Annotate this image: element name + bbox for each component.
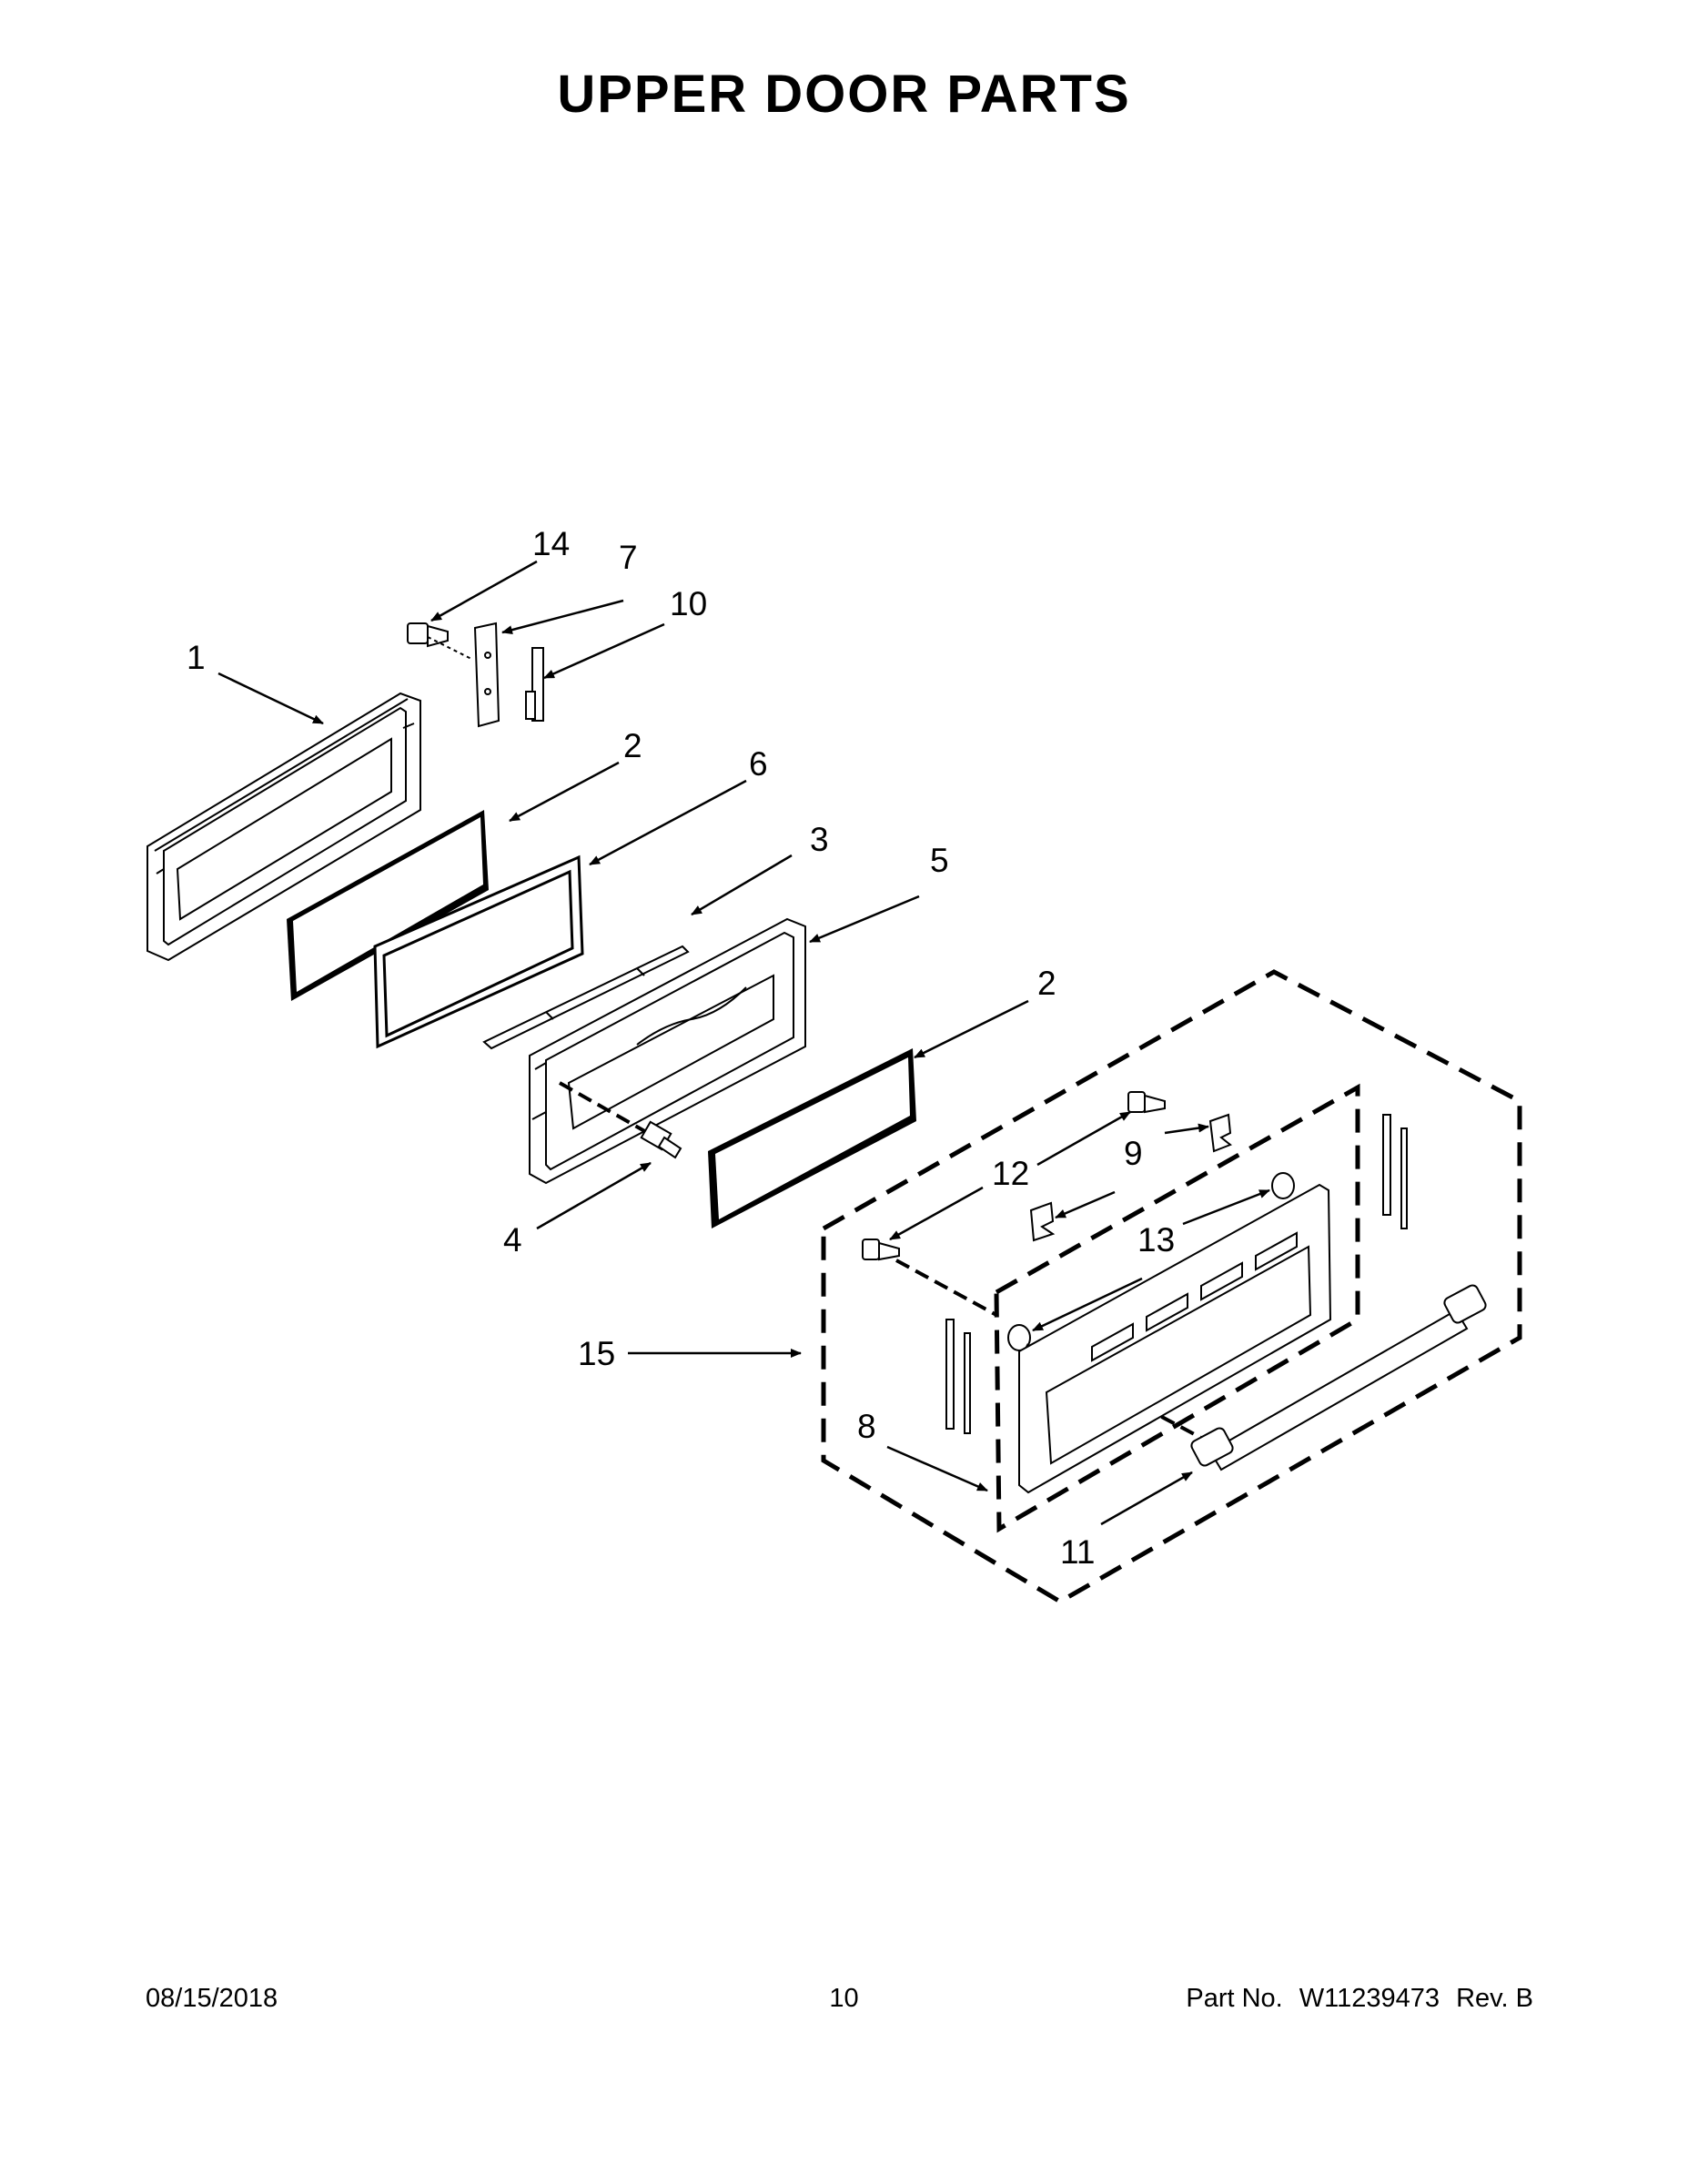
callout-15: 15 <box>578 1335 615 1372</box>
part-number-label: Part No. <box>1186 1984 1283 2013</box>
part-12-screw <box>862 1091 1166 1317</box>
part-2-glass-panel-lower <box>708 1048 916 1228</box>
part-number: W11239473 <box>1299 1984 1440 2013</box>
callout-12: 12 <box>992 1155 1029 1192</box>
part-6-gasket-frame <box>373 854 584 1049</box>
callout-6: 6 <box>749 745 768 783</box>
footer-part-info: Part No. W11239473 Rev. B <box>1186 1984 1533 2014</box>
footer-page-number: 10 <box>829 1984 859 2013</box>
part-9-clip <box>1029 1113 1232 1242</box>
revision: Rev. B <box>1456 1984 1533 2013</box>
part-3-strip <box>482 945 690 1050</box>
callout-9: 9 <box>1124 1135 1143 1172</box>
part-8-trim-strip <box>945 1114 1408 1434</box>
part-7-hinge-plate <box>427 622 500 728</box>
callout-13: 13 <box>1137 1221 1175 1259</box>
outer-door-panel <box>1018 1183 1332 1494</box>
callout-7: 7 <box>619 539 638 576</box>
callout-2-upper: 2 <box>623 727 642 764</box>
callout-2-lower: 2 <box>1037 965 1056 1002</box>
part-15-door-assembly-outline <box>821 969 1522 1604</box>
page-title: UPPER DOOR PARTS <box>557 65 1131 124</box>
callout-3: 3 <box>810 821 829 858</box>
callout-8: 8 <box>857 1408 876 1445</box>
part-5-door-frame <box>529 917 806 1185</box>
callout-14: 14 <box>532 525 570 562</box>
callout-1: 1 <box>187 639 206 676</box>
callout-5: 5 <box>930 842 949 879</box>
part-14-screw <box>407 622 449 648</box>
leader-arrows <box>217 560 1270 1526</box>
callout-11: 11 <box>1060 1533 1095 1571</box>
part-11-handle <box>1190 1284 1487 1471</box>
part-2-glass-panel-upper <box>287 810 489 1001</box>
part-1-inner-door-frame <box>147 692 421 962</box>
footer-date: 08/15/2018 <box>146 1984 278 2013</box>
callout-10: 10 <box>670 585 707 622</box>
part-4-screw <box>559 1081 682 1159</box>
callout-4: 4 <box>503 1221 522 1259</box>
part-10-hinge-pin <box>525 647 544 722</box>
